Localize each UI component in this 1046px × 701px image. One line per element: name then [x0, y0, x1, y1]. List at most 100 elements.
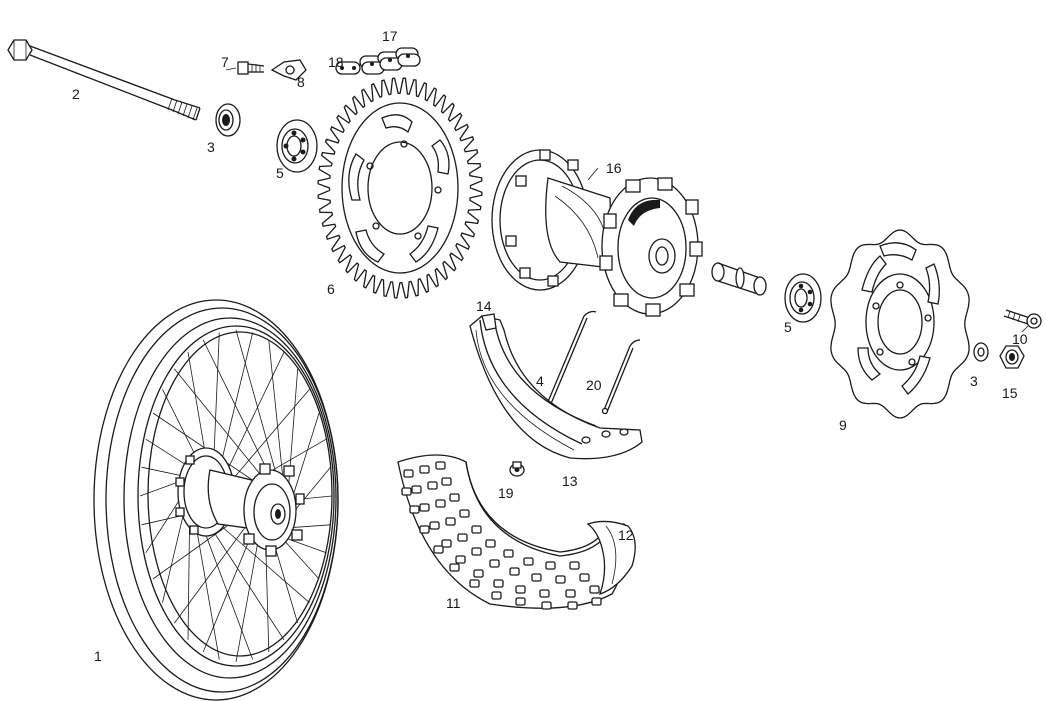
bearing-left [276, 119, 318, 173]
wheel-spoke [213, 332, 220, 469]
tread-block [435, 499, 446, 508]
wheel-spoke [235, 531, 261, 663]
tread-block [555, 575, 566, 584]
complete-wheel [93, 299, 339, 701]
tread-block [433, 545, 444, 554]
hub-spacer-tube [711, 262, 767, 296]
wheel-spoke [218, 332, 254, 474]
tread-block [427, 481, 438, 490]
tread-block [539, 589, 550, 598]
tread-block [419, 503, 430, 512]
wheel-spokes [139, 329, 333, 663]
tread-block [491, 591, 502, 600]
axle-nut [999, 345, 1025, 369]
wheel-hub [175, 447, 305, 557]
tread-block [493, 579, 504, 588]
chain-master-link [335, 61, 361, 75]
tread-block [419, 465, 430, 474]
tread-block [449, 563, 460, 572]
axle-thread [167, 97, 201, 121]
tread-block [569, 561, 580, 570]
tread-block [473, 569, 484, 578]
spoke-20 [601, 339, 641, 415]
wheel-spoke [268, 339, 285, 495]
callout-20: 20 [586, 377, 602, 393]
leader-lines [225, 67, 1029, 333]
chain-section [359, 47, 421, 75]
wheel-spoke [173, 368, 269, 485]
callout-2: 2 [72, 86, 80, 102]
callout-17: 17 [382, 28, 398, 44]
tread-block [589, 585, 600, 594]
tread-block [455, 555, 466, 564]
tread-block [485, 539, 496, 548]
tread-block [441, 477, 452, 486]
disc-bolt [1003, 309, 1042, 329]
callout-1: 1 [94, 648, 102, 664]
tread-block [401, 487, 412, 496]
rim-section [469, 313, 643, 460]
tread-block [419, 525, 430, 534]
spacer-left [215, 103, 241, 137]
callout-4: 4 [536, 373, 544, 389]
callout-19: 19 [498, 485, 514, 501]
tread-block [503, 549, 514, 558]
tread-block [429, 521, 440, 530]
tread-block [567, 601, 578, 610]
rear-hub [491, 149, 703, 317]
callout-15: 15 [1002, 385, 1018, 401]
wheel-spoke [210, 516, 310, 604]
wheel-spoke [202, 524, 256, 653]
tread-block [545, 561, 556, 570]
tread-block [449, 493, 460, 502]
axle [7, 39, 201, 121]
wheel-spoke [235, 329, 281, 489]
callout-12: 12 [618, 527, 634, 543]
inner-tube [586, 520, 636, 596]
wheel-spoke [223, 389, 310, 490]
tread-block [441, 539, 452, 548]
callout-3b: 3 [970, 373, 978, 389]
callout-3a: 3 [207, 139, 215, 155]
tread-block [457, 533, 468, 542]
callout-5b: 5 [784, 319, 792, 335]
tread-block [471, 525, 482, 534]
washer-right [973, 342, 989, 362]
wheel-spoke [286, 368, 299, 504]
callout-9: 9 [839, 417, 847, 433]
callout-16: 16 [606, 160, 622, 176]
tread-block [411, 485, 422, 494]
tread-block [471, 547, 482, 556]
tread-block [515, 597, 526, 606]
callout-14: 14 [476, 298, 492, 314]
wheel-spoke [173, 516, 254, 624]
callout-6: 6 [327, 281, 335, 297]
rear-sprocket [317, 77, 483, 299]
tyre-section [397, 454, 627, 610]
callout-labels: 1 2 3 3 4 5 5 6 7 8 9 10 11 12 13 14 15 … [72, 28, 1028, 664]
tread-block [445, 517, 456, 526]
rim-lock-nut [509, 461, 525, 477]
adjuster-screw [237, 61, 265, 75]
callout-8: 8 [297, 74, 305, 90]
wheel-spoke [187, 352, 208, 467]
tread-block [579, 573, 590, 582]
wheel-spoke [221, 352, 285, 481]
tread-block [531, 573, 542, 582]
tread-block [409, 505, 420, 514]
tread-block [541, 601, 552, 610]
tread-block [509, 567, 520, 576]
callout-5a: 5 [276, 165, 284, 181]
callout-10: 10 [1012, 331, 1028, 347]
tread-block [459, 509, 470, 518]
adjuster-plate [270, 59, 307, 81]
bearing-right [784, 273, 822, 323]
tread-block [435, 461, 446, 470]
wheel-spoke [202, 339, 275, 485]
wheel-spoke [193, 510, 220, 660]
tyre-tread [401, 461, 602, 610]
wheel-spoke [204, 517, 285, 641]
tread-block [523, 557, 534, 566]
tread-block [515, 585, 526, 594]
